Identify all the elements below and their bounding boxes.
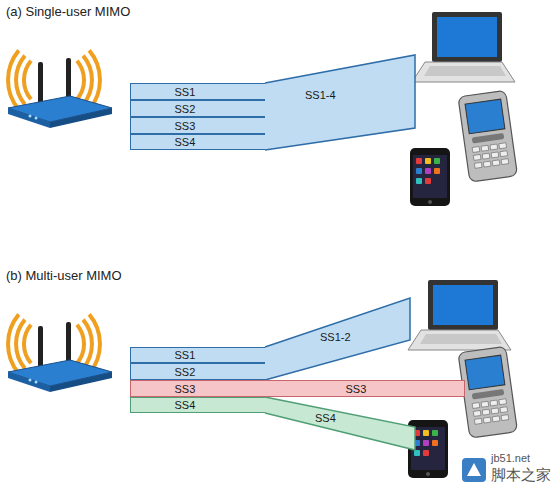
stream-label: SS3 — [175, 120, 196, 132]
laptop-client — [412, 12, 515, 82]
stream-label: SS4 — [175, 399, 196, 411]
watermark: jb51.net — [491, 452, 530, 464]
watermark-logo — [462, 458, 486, 482]
spatial-stream-band: SS3 — [130, 380, 265, 397]
watermark: 脚本之家 — [491, 466, 551, 485]
stream-label: SS1 — [175, 86, 196, 98]
merged-stream-band: SS1-2 — [265, 298, 410, 380]
stream-label: SS3 — [175, 383, 196, 395]
stream-label: SS3 — [346, 383, 367, 395]
spatial-stream-band: SS4 — [130, 397, 265, 413]
spatial-stream-band: SS1 — [130, 347, 265, 363]
stream-label: SS1-4 — [305, 89, 336, 101]
panel-title: (a) Single-user MIMO — [6, 4, 130, 19]
stream-label: SS4 — [175, 136, 196, 148]
pda-client — [458, 346, 518, 438]
stream-label: SS4 — [315, 412, 336, 424]
band-fill — [265, 55, 415, 150]
stream-label: SS1-2 — [320, 331, 351, 343]
spatial-stream-band: SS1 — [130, 83, 265, 100]
spatial-stream-band: SS4 — [130, 134, 265, 150]
merged-stream-band: SS4 — [265, 397, 415, 452]
band-outline — [265, 397, 415, 452]
band-border — [265, 298, 410, 380]
laptop-client — [408, 280, 511, 350]
band-border — [265, 55, 415, 150]
band-border — [265, 397, 415, 450]
spatial-stream-band: SS3 — [130, 117, 265, 134]
wireless-router — [8, 50, 112, 128]
spatial-stream-band: SS2 — [130, 363, 265, 380]
smartphone-client — [410, 148, 450, 206]
stream-label: SS1 — [175, 349, 196, 361]
band-outline — [265, 55, 415, 150]
pda-client — [458, 90, 518, 182]
band-fill — [265, 397, 415, 450]
stream-label: SS2 — [175, 103, 196, 115]
panel-title: (b) Multi-user MIMO — [6, 268, 122, 283]
band-fill — [265, 298, 410, 380]
spatial-stream-band: SS2 — [130, 100, 265, 117]
stream-label: SS2 — [175, 366, 196, 378]
spatial-stream-band: SS3 — [265, 380, 465, 397]
merged-stream-band: SS1-4 — [265, 55, 415, 150]
wireless-router — [8, 314, 112, 392]
